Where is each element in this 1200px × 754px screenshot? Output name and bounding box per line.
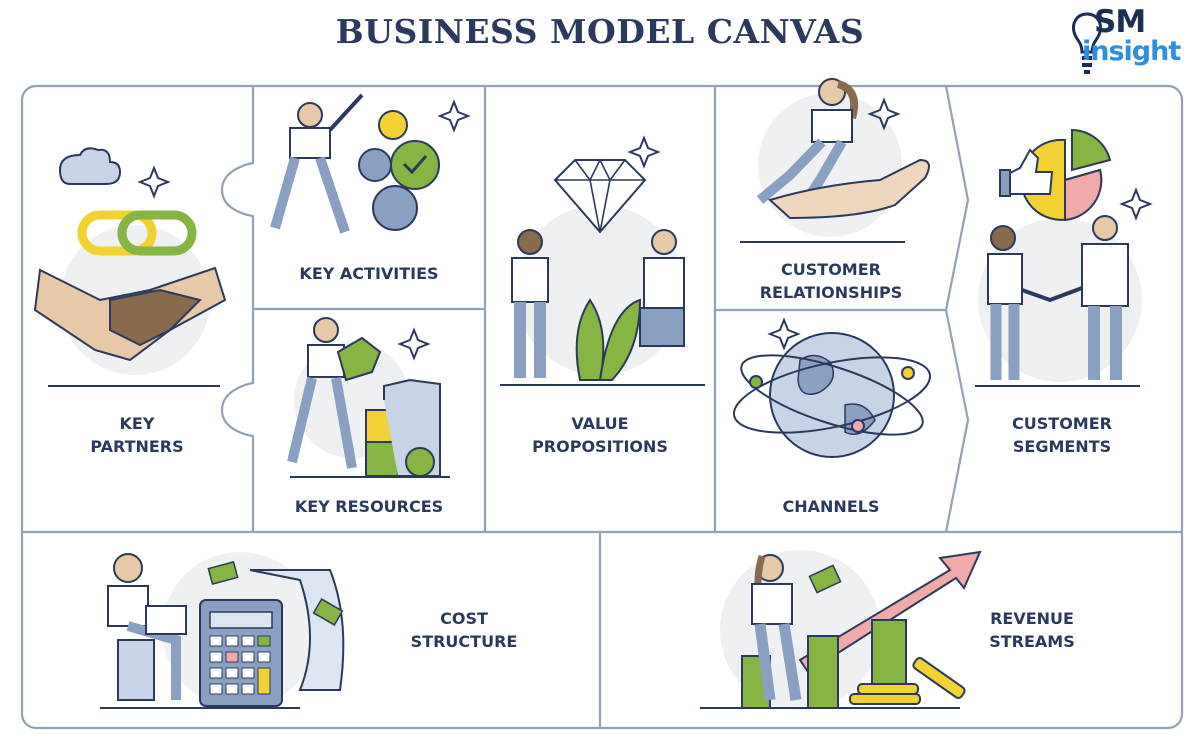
handshake-icon — [33, 147, 227, 387]
pie-chart-icon — [975, 128, 1153, 387]
diamond-icon — [500, 135, 705, 386]
label-key-activities: KEY ACTIVITIES — [299, 264, 439, 283]
label-revenue-streams: REVENUE STREAMS — [989, 609, 1075, 651]
label-value-propositions: VALUE PROPOSITIONS — [532, 414, 668, 456]
brand-logo: SM insight — [1068, 4, 1188, 84]
label-cost-structure: COST STRUCTURE — [410, 609, 518, 651]
logo-text-sm: SM — [1094, 4, 1146, 40]
hand-icon — [740, 78, 930, 243]
label-key-partners: KEY PARTNERS — [90, 414, 184, 456]
gears-icon — [270, 93, 471, 234]
label-key-resources: KEY RESOURCES — [294, 497, 444, 516]
label-customer-segments: CUSTOMER SEGMENTS — [1012, 414, 1112, 456]
logo-text-insight: insight — [1082, 36, 1181, 67]
boxes-icon — [287, 317, 450, 478]
lightbulb-icon — [1072, 12, 1102, 74]
globe-icon — [732, 317, 932, 458]
calculator-icon — [100, 552, 345, 709]
label-customer-relationships: CUSTOMER RELATIONSHIPS — [759, 260, 903, 302]
label-channels: CHANNELS — [782, 497, 880, 516]
page-title: BUSINESS MODEL CANVAS — [335, 12, 865, 51]
growth-arrow-icon — [700, 550, 982, 710]
